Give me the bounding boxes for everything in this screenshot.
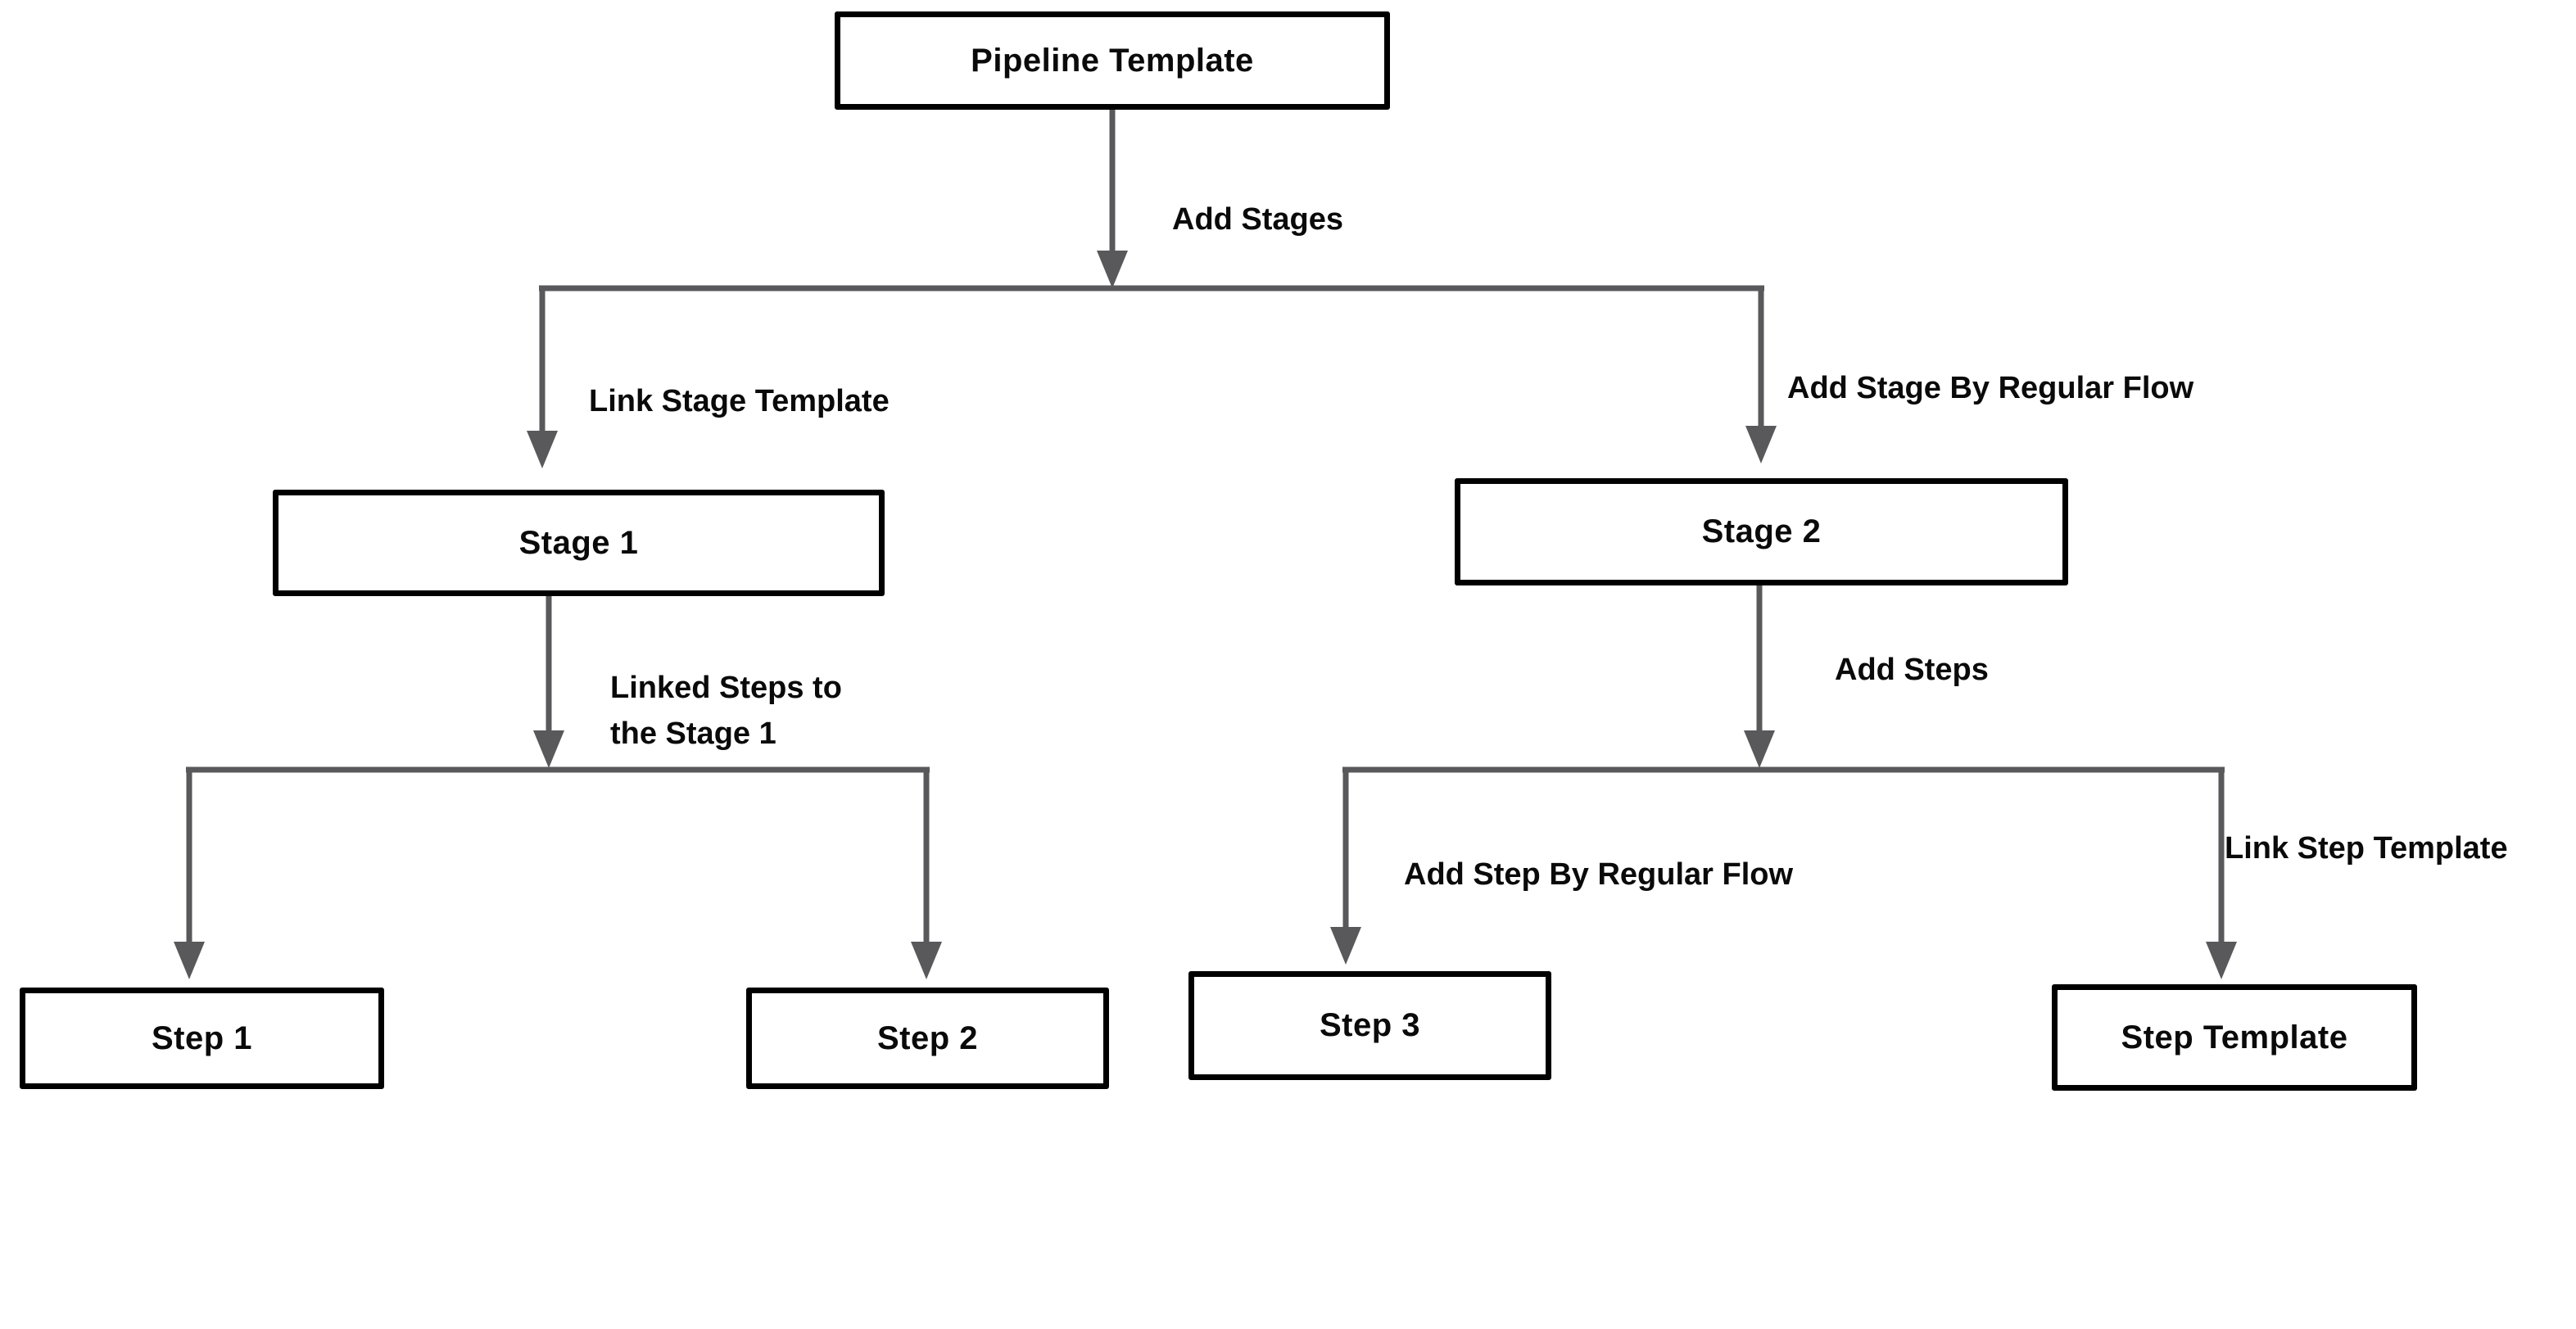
node-stage-1: Stage 1 (273, 490, 885, 596)
edge-label-add-step-by-regular-flow: Add Step By Regular Flow (1404, 857, 1794, 892)
connector-branch-to-step-template (2206, 767, 2237, 979)
node-step-2: Step 2 (746, 988, 1109, 1089)
edge-label-linked-steps-to-stage1: Linked Steps to the Stage 1 (610, 665, 842, 757)
node-step-1: Step 1 (20, 988, 384, 1089)
edge-label-linked-steps-line2: the Stage 1 (610, 716, 776, 751)
connector-stage1-to-step-branch (533, 596, 564, 768)
connector-branch-to-step2 (911, 767, 942, 979)
connector-branch-to-step3 (1330, 767, 1361, 965)
edge-label-add-stage-by-regular-flow: Add Stage By Regular Flow (1787, 371, 2194, 405)
connector-pipeline-to-stage-branch (1097, 110, 1128, 288)
connector-branch-to-step1 (174, 767, 205, 979)
edge-label-link-stage-template: Link Stage Template (589, 384, 890, 418)
edge-label-link-step-template: Link Step Template (2225, 831, 2508, 866)
connector-branch-to-stage1 (527, 286, 558, 468)
edge-label-linked-steps-line1: Linked Steps to (610, 671, 842, 705)
node-step-template: Step Template (2052, 984, 2417, 1091)
connector-stage2-to-step-branch (1744, 585, 1775, 768)
edge-label-add-stages: Add Stages (1172, 202, 1344, 237)
node-pipeline-template: Pipeline Template (835, 11, 1390, 110)
node-stage-2: Stage 2 (1455, 478, 2068, 585)
connector-branch-to-stage2 (1745, 286, 1777, 463)
node-step-3: Step 3 (1188, 971, 1551, 1080)
edge-label-add-steps: Add Steps (1835, 653, 1989, 687)
